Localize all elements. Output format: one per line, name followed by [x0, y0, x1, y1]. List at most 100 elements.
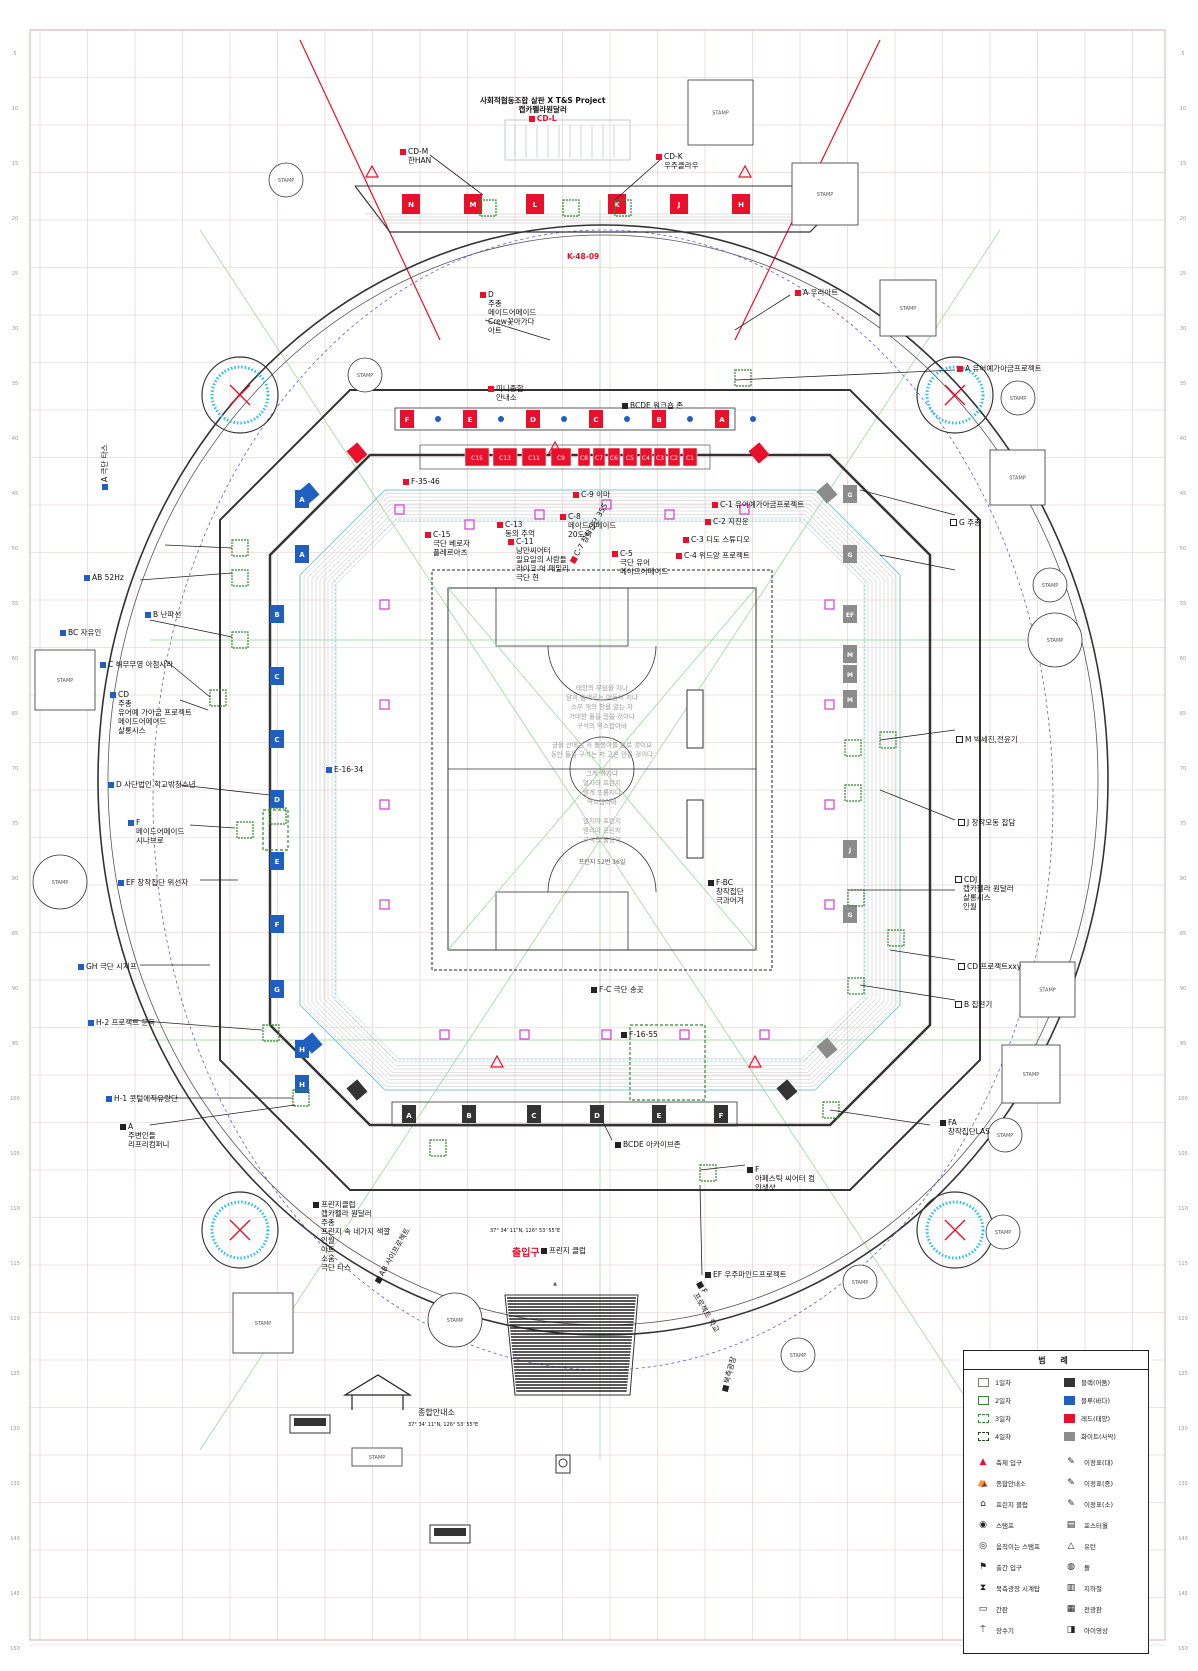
label-bcde2: BCDE 아카이브존: [615, 1140, 681, 1149]
label-marker: [622, 403, 628, 409]
field-poem-line: 태양의 무덤을 지나: [576, 683, 628, 692]
corner-gate-block: [346, 442, 368, 464]
seat-row: [299, 489, 901, 1091]
label-m-r: M 박세진,전윤기: [956, 735, 1018, 744]
label-text: 리프리컴퍼니: [128, 1140, 170, 1149]
label-text: 유어예 가아금 프로젝트: [118, 708, 192, 717]
magenta-booth: [439, 1029, 450, 1040]
label-marker: [705, 1272, 711, 1278]
label-marker: [676, 553, 682, 559]
tick-label-left: 150: [10, 1646, 20, 1652]
legend-swatch-label: 3일차: [995, 1415, 1012, 1423]
label-ef-bottom: EF 우주마인드프로젝트: [705, 1270, 787, 1279]
label-text: C-8: [568, 512, 581, 521]
label-h2: H-2 프로젝트 문득: [88, 1018, 155, 1027]
red-seat-block: [492, 447, 518, 467]
stamp-box: [351, 1447, 403, 1467]
seat-marker: [561, 416, 567, 422]
tick-label-right: 60: [1180, 656, 1186, 662]
green-booth: [887, 929, 905, 947]
leader-line: [859, 489, 956, 516]
legend-swatch: [1064, 1413, 1075, 1423]
right-block: [843, 485, 857, 503]
penalty-box-bottom: [495, 891, 629, 951]
warning-triangle: [747, 1054, 763, 1068]
label-text: C-1 유어예가아금프로젝트: [720, 500, 805, 509]
subway-icon: ▥: [1066, 1583, 1076, 1593]
label-text: 극단 유어: [620, 558, 650, 567]
green-booth: [844, 739, 862, 757]
left-block: [270, 915, 284, 933]
entry-marker: ▲: [553, 1281, 557, 1287]
label-text: C-13: [505, 520, 523, 529]
label-marker: [60, 630, 66, 636]
arc-top: [547, 645, 657, 701]
label-text: EF 우주마인드프로젝트: [713, 1270, 787, 1279]
legend-swatch-label: 1일차: [995, 1379, 1012, 1387]
stamp-circle: [1000, 380, 1036, 416]
corner-plaza: [201, 356, 279, 434]
label-text: B 집현기: [964, 1000, 993, 1009]
stamp-label: STAMP: [57, 678, 74, 684]
magenta-booth: [519, 1029, 530, 1040]
top-block: [608, 194, 626, 214]
legend-swatch-label: 화이트(사막): [1081, 1433, 1116, 1441]
stamp-box: [989, 449, 1046, 506]
tick-label-left: 105: [10, 1151, 20, 1157]
right-block: [843, 645, 857, 663]
row2-block-label: E: [468, 416, 473, 424]
legend-swatch-label: 2일차: [995, 1397, 1012, 1405]
bench-box: [686, 799, 704, 859]
label-text: BC 자유인: [68, 628, 102, 637]
bottom-block: [402, 1105, 416, 1123]
green-booth: [734, 369, 752, 387]
tick-label-left: 90: [12, 986, 18, 992]
tick-label-right: 40: [1180, 436, 1186, 442]
label-marker: [145, 612, 151, 618]
right-block: [843, 605, 857, 623]
label-text: 창작집단: [716, 887, 744, 896]
corner-plaza-mark: [229, 384, 251, 406]
left-block-label: E: [275, 858, 280, 866]
leader-line: [879, 729, 956, 741]
label-c9: C-9 이마: [573, 490, 610, 499]
stamp-box: [34, 649, 96, 711]
green-booth: [269, 807, 287, 825]
left-block-label: H: [299, 1046, 305, 1054]
red-seat-label: C13: [499, 455, 511, 462]
legend-icon-label: 움직이는 스탬프: [996, 1543, 1040, 1551]
label-text: CD 프로젝트xxy: [967, 962, 1022, 971]
tick-label-right: 45: [1180, 491, 1186, 497]
label-marker: [508, 539, 514, 545]
tick-label-right: 75: [1180, 821, 1186, 827]
field-poem-line: 달의 틈새로는 어둠이 지나: [566, 693, 638, 702]
green-booth: [262, 1024, 280, 1042]
bottom-block-label: D: [594, 1112, 600, 1120]
legend-icon-row: ✎이정표(중): [1064, 1476, 1113, 1490]
pole-icon: ⍑: [980, 1625, 986, 1635]
top-block: [464, 194, 482, 214]
tick-label-left: 25: [12, 271, 18, 277]
corner-gate-block: [816, 1037, 838, 1059]
legend-icon-row: ⧗북측광장 시계탑: [976, 1581, 1040, 1595]
label-marker: [480, 292, 486, 298]
tick-label-left: 55: [12, 601, 18, 607]
label-text: 메이드어메이드: [620, 567, 669, 576]
subway-icon-bar: [294, 1418, 326, 1426]
label-marker: [957, 366, 963, 372]
field-poem-line: 멀리마 프린지: [583, 826, 621, 835]
legend-swatch-label: 블루(바다): [1081, 1397, 1110, 1405]
leader-line: [699, 1164, 746, 1171]
stamp-circle: [268, 162, 304, 198]
legend-icon-label: 지하철: [1084, 1585, 1102, 1593]
label-fc: F-C 극단 송곳: [591, 985, 644, 994]
legend-swatch: [978, 1395, 989, 1405]
clock-icon: ⧗: [979, 1583, 987, 1593]
magenta-booth: [379, 899, 390, 910]
left-block: [295, 1075, 309, 1093]
legend-icon-label: 이정표(중): [1084, 1480, 1113, 1488]
bottom-block-label: A: [406, 1112, 412, 1120]
